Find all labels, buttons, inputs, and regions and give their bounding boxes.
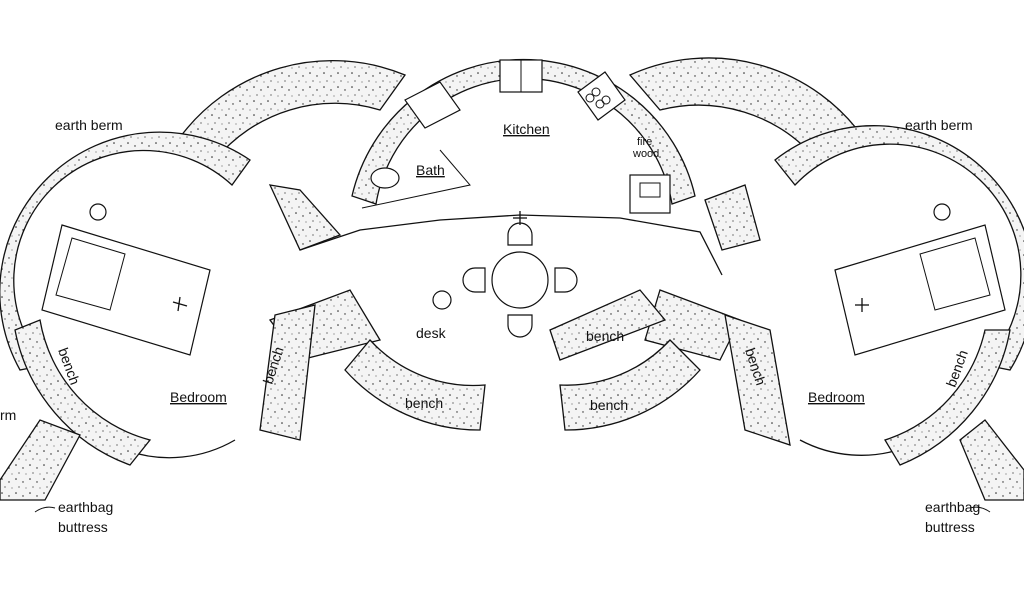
earth-berm-right-label: earth berm: [905, 117, 973, 133]
chair-icon: [462, 267, 486, 293]
buttress-right-label-line2: buttress: [925, 519, 975, 535]
chair-icon: [507, 222, 533, 246]
bed-left: [41, 224, 211, 356]
chair-icon: [554, 267, 578, 293]
firewood-label-line1: fire: [637, 136, 652, 148]
bed-icon: [834, 224, 1006, 356]
stove-icon: [577, 71, 626, 121]
earth-berm-left-shape: [177, 59, 407, 161]
chair-icon: [507, 314, 533, 338]
sink-icon: [629, 174, 671, 214]
bed-icon: [41, 224, 211, 356]
earth-berm-left-label: earth berm: [55, 117, 123, 133]
firewood-label-line2: wood: [632, 148, 659, 160]
buttress-right-leader: [969, 506, 991, 513]
window-right: [933, 203, 951, 221]
shower-icon: [404, 81, 461, 129]
table-icon: [491, 251, 549, 309]
desk-label: desk: [416, 325, 447, 341]
bed-right: [834, 224, 1006, 356]
buttress-right-label-line1: earthbag: [925, 499, 980, 515]
earth-berm-cut-label: rm: [0, 407, 16, 423]
buttress-shapes: [0, 419, 1024, 501]
toilet-icon: [370, 167, 400, 189]
bedroom-right-label: Bedroom: [808, 389, 865, 405]
bench-shapes: [14, 289, 1011, 466]
bench-center-left-label: bench: [405, 395, 443, 411]
window-left: [89, 203, 107, 221]
bedroom-left-label: Bedroom: [170, 389, 227, 405]
kitchen-fixtures: [499, 59, 671, 214]
bath-label: Bath: [416, 162, 445, 178]
buttress-left-label-line2: buttress: [58, 519, 108, 535]
bench-center-right-upper-label: bench: [586, 328, 624, 344]
bath-fixtures: [361, 81, 471, 209]
buttress-left-label-line1: earthbag: [58, 499, 113, 515]
buttress-left-leader: [34, 506, 56, 513]
bench-center-right-lower-label: bench: [590, 397, 628, 413]
table-and-chairs: [432, 211, 578, 338]
kitchen-label: Kitchen: [503, 121, 550, 137]
desk-chair-icon: [432, 290, 452, 310]
